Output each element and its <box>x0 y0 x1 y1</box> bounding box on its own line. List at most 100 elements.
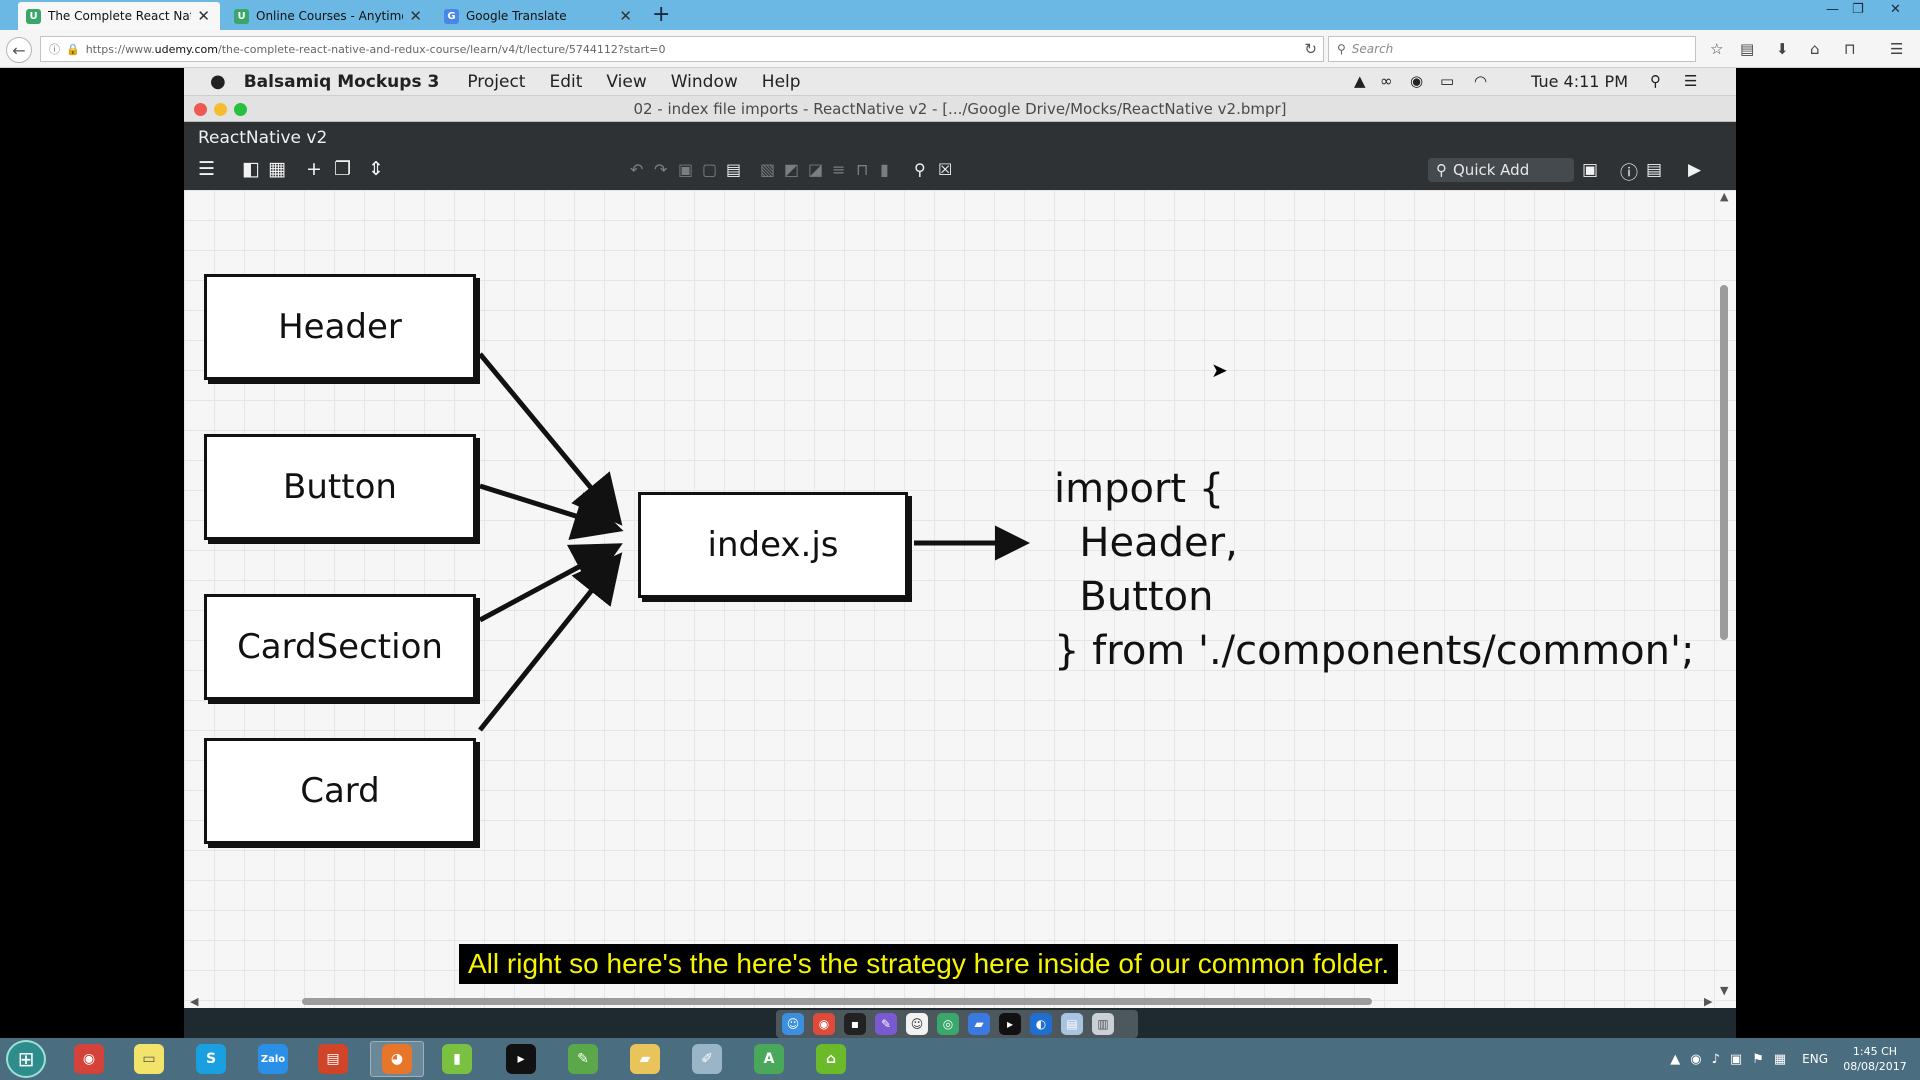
finder-icon[interactable]: ☺ <box>782 1013 804 1035</box>
menu-view[interactable]: View <box>606 71 647 92</box>
add-icon[interactable]: + <box>306 158 322 180</box>
tab-udemy-course[interactable]: U The Complete React Native · ✕ <box>18 2 220 30</box>
android-studio-taskbar-button[interactable]: A <box>742 1041 796 1077</box>
align-icon[interactable]: ≡ <box>832 160 846 179</box>
tab-online-courses[interactable]: U Online Courses - Anytime, A ✕ <box>226 2 432 30</box>
firefox-taskbar-button[interactable]: ◕ <box>370 1041 424 1077</box>
vertical-scrollbar[interactable]: ▲ ▼ <box>1720 190 1729 997</box>
scroll-down-icon[interactable]: ▼ <box>1720 984 1729 997</box>
vertical-scroll-thumb[interactable] <box>1720 285 1728 640</box>
paint-taskbar-button[interactable]: ✐ <box>680 1041 734 1077</box>
tray-app-icon[interactable]: ◉ <box>1690 1051 1702 1067</box>
download-icon[interactable]: ⬇ <box>1776 40 1789 58</box>
presentation-icon[interactable]: ▶ <box>1688 160 1702 180</box>
scroll-left-icon[interactable]: ◀ <box>190 995 199 1008</box>
close-window-icon[interactable]: ✕ <box>1890 2 1901 17</box>
notification-list-icon[interactable]: ☰ <box>1684 72 1698 90</box>
undo-icon[interactable]: ↶ <box>630 160 644 179</box>
quick-add-input[interactable]: ⚲ Quick Add <box>1428 158 1574 182</box>
scroll-up-icon[interactable]: ▲ <box>1720 190 1729 203</box>
home-icon[interactable]: ⌂ <box>1810 40 1820 58</box>
smiley-icon[interactable]: ☺ <box>906 1013 928 1035</box>
find-icon[interactable]: ⚲ <box>914 160 926 179</box>
ungroup-icon[interactable]: ◩ <box>784 160 800 179</box>
zoom-window-dot-icon[interactable] <box>234 103 247 116</box>
chrome-taskbar-button[interactable]: ◉ <box>62 1041 116 1077</box>
zalo-taskbar-button[interactable]: Zalo <box>246 1041 300 1077</box>
close-tab-icon[interactable]: ✕ <box>409 7 422 25</box>
display-icon[interactable]: ▣ <box>1729 1051 1743 1067</box>
minimize-window-dot-icon[interactable] <box>214 103 227 116</box>
console-icon[interactable]: ▸ <box>999 1013 1021 1035</box>
cmd-taskbar-button[interactable]: ▸ <box>494 1041 548 1077</box>
notes-icon[interactable]: ▤ <box>1646 160 1663 180</box>
card-box[interactable]: Card <box>204 738 476 844</box>
group-icon[interactable]: ▧ <box>760 160 776 179</box>
delete-icon[interactable]: ▮ <box>880 160 889 179</box>
cut-icon[interactable]: ▢ <box>702 160 718 179</box>
taskbar-clock[interactable]: 1:45 CH 08/08/2017 <box>1842 1044 1908 1074</box>
tab-google-translate[interactable]: G Google Translate ✕ <box>436 2 642 30</box>
volume-icon[interactable]: ♪ <box>1711 1051 1720 1067</box>
terminal-icon[interactable]: ▪ <box>844 1013 866 1035</box>
quill-icon[interactable]: ✎ <box>875 1013 897 1035</box>
mockup-canvas[interactable]: Header Button CardSection Card index.js … <box>184 190 1736 1008</box>
new-tab-button[interactable]: + <box>652 2 671 27</box>
cardsection-box[interactable]: CardSection <box>204 594 476 700</box>
library-icon[interactable]: ▤ <box>1740 40 1755 58</box>
collaborators-icon[interactable]: ▣ <box>1582 160 1599 180</box>
grid-view-icon[interactable]: ▦ <box>268 158 286 180</box>
copy-icon[interactable]: ▣ <box>678 160 694 179</box>
redo-icon[interactable]: ↷ <box>654 160 668 179</box>
battery-icon[interactable]: ▭ <box>1440 72 1455 90</box>
downloads-folder-icon[interactable]: ▤ <box>1061 1013 1083 1035</box>
trash-icon[interactable]: ▥ <box>1092 1013 1114 1035</box>
menu-project[interactable]: Project <box>467 71 526 92</box>
pocket-icon[interactable]: ⊓ <box>1844 40 1856 58</box>
wifi-icon[interactable]: ◠ <box>1474 72 1488 90</box>
lock-icon[interactable]: ⊓ <box>856 160 869 179</box>
start-button[interactable]: ⊞ <box>6 1040 46 1078</box>
info-icon[interactable]: ⓘ <box>49 43 60 56</box>
duplicate-icon[interactable]: ❐ <box>334 158 352 180</box>
chrome-icon[interactable]: ◉ <box>813 1013 835 1035</box>
notes-taskbar-button[interactable]: ▮ <box>430 1041 484 1077</box>
tray-expand-icon[interactable]: ▲ <box>1670 1051 1681 1067</box>
import-code-block[interactable]: import { Header, Button} from './compone… <box>1054 462 1694 678</box>
panel-toggle-icon[interactable]: ◧ <box>242 158 260 180</box>
app-name[interactable]: Balsamiq Mockups 3 <box>243 71 440 92</box>
paste-icon[interactable]: ▤ <box>726 160 742 179</box>
sort-icon[interactable]: ⇕ <box>368 158 384 180</box>
index-js-box[interactable]: index.js <box>638 492 908 598</box>
menu-help[interactable]: Help <box>761 71 801 92</box>
spotlight-icon[interactable]: ⚲ <box>1650 72 1661 90</box>
network-icon[interactable]: ▦ <box>1773 1051 1787 1067</box>
header-box[interactable]: Header <box>204 274 476 380</box>
safari-icon[interactable]: ◐ <box>1030 1013 1052 1035</box>
search-input[interactable]: ⚲ Search <box>1328 36 1696 62</box>
glasses-icon[interactable]: ∞ <box>1380 72 1393 90</box>
notepad-taskbar-button[interactable]: ✎ <box>556 1041 610 1077</box>
language-indicator[interactable]: ENG <box>1802 1052 1828 1066</box>
close-window-dot-icon[interactable] <box>194 103 207 116</box>
close-tab-icon[interactable]: ✕ <box>197 7 210 25</box>
bookmark-star-icon[interactable]: ☆ <box>1710 40 1724 58</box>
maps-icon[interactable]: ◎ <box>937 1013 959 1035</box>
menu-edit[interactable]: Edit <box>549 71 583 92</box>
action-center-flag-icon[interactable]: ⚑ <box>1752 1051 1764 1067</box>
back-button[interactable]: ← <box>6 37 32 63</box>
genymotion-taskbar-button[interactable]: ⌂ <box>804 1041 858 1077</box>
info-icon[interactable]: ⓘ <box>1620 163 1638 184</box>
url-bar[interactable]: ⓘ 🔒 https://www.udemy.com/the-complete-r… <box>40 36 1324 62</box>
skype-taskbar-button[interactable]: S <box>184 1041 238 1077</box>
button-box[interactable]: Button <box>204 434 476 540</box>
drive-icon[interactable]: ▲ <box>1354 72 1366 90</box>
close-search-icon[interactable]: ☒ <box>938 160 953 179</box>
filezilla-taskbar-button[interactable]: ▤ <box>306 1041 360 1077</box>
horizontal-scroll-thumb[interactable] <box>302 998 1372 1005</box>
record-icon[interactable]: ◉ <box>1410 72 1424 90</box>
video-frame[interactable]: ● Balsamiq Mockups 3 Project Edit View W… <box>184 68 1736 1038</box>
sticky-notes-taskbar-button[interactable]: ▭ <box>122 1041 176 1077</box>
menu-icon[interactable]: ☰ <box>1890 40 1904 58</box>
reload-icon[interactable]: ↻ <box>1304 40 1317 58</box>
